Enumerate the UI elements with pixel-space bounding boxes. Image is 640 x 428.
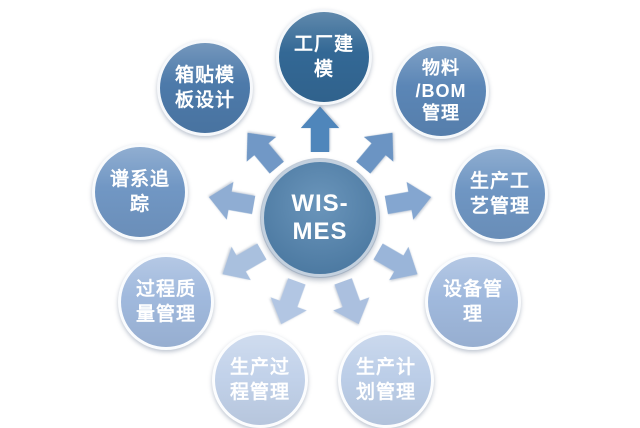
- node-equipment-management: 设备管 理: [425, 254, 521, 350]
- arrow-shape: [205, 177, 257, 224]
- node-process-quality-label: 过程质 量管理: [135, 278, 196, 325]
- node-equipment-label: 设备管 理: [442, 278, 503, 325]
- center-node-label: WIS- MES: [291, 189, 349, 245]
- arrow-to-process-quality-icon: [212, 234, 272, 292]
- arrow-to-equipment-icon: [368, 234, 428, 292]
- node-box-label-template-label: 箱贴模 板设计: [174, 64, 235, 111]
- arrow-to-factory-modeling-icon: [300, 106, 340, 152]
- node-factory-modeling-label: 工厂建 模: [293, 33, 354, 80]
- arrow-shape: [368, 234, 428, 292]
- arrow-shape: [300, 106, 340, 152]
- node-production-craft-management: 生产工 艺管理: [452, 146, 548, 242]
- center-node-wis-mes: WIS- MES: [261, 159, 379, 277]
- node-material-bom-management: 物料 /BOM 管理: [393, 43, 489, 139]
- node-production-craft-label: 生产工 艺管理: [469, 170, 530, 217]
- node-production-plan-label: 生产计 划管理: [355, 356, 416, 403]
- node-material-bom-label: 物料 /BOM 管理: [415, 58, 467, 124]
- arrow-shape: [324, 275, 377, 332]
- arrow-to-production-plan-icon: [324, 275, 377, 332]
- node-production-process-label: 生产过 程管理: [229, 356, 290, 403]
- arrow-to-production-craft-icon: [383, 177, 435, 224]
- node-production-process-management: 生产过 程管理: [212, 332, 308, 428]
- arrow-shape: [212, 234, 272, 292]
- arrow-shape: [262, 275, 315, 332]
- arrow-to-pedigree-tracking-icon: [205, 177, 257, 224]
- node-pedigree-tracking-label: 谱系追 踪: [109, 168, 170, 215]
- arrow-shape: [383, 177, 435, 224]
- node-factory-modeling: 工厂建 模: [276, 9, 372, 105]
- node-box-label-template-design: 箱贴模 板设计: [157, 40, 253, 136]
- node-process-quality-management: 过程质 量管理: [118, 254, 214, 350]
- node-production-plan-management: 生产计 划管理: [338, 332, 434, 428]
- node-pedigree-tracking: 谱系追 踪: [92, 144, 188, 240]
- arrow-to-production-process-icon: [262, 275, 315, 332]
